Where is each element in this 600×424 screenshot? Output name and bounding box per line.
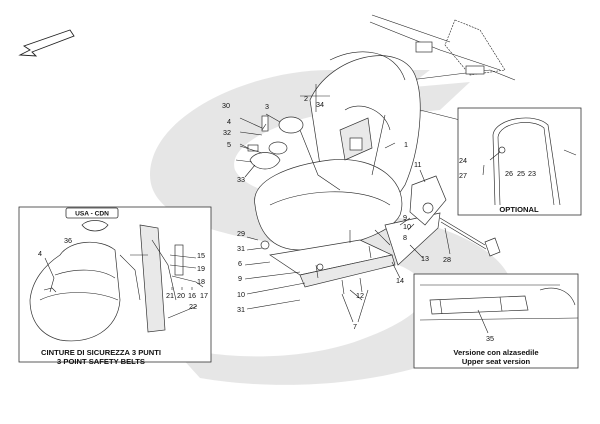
- callout-14: 14: [396, 276, 404, 285]
- three-point-belts-caption-en: 3 POINT SAFETY BELTS: [57, 357, 145, 366]
- callout-32: 32: [223, 128, 231, 137]
- callout-27: 27: [459, 171, 467, 180]
- callout-13: 13: [421, 254, 429, 263]
- upper-seat-version-panel: [413, 273, 579, 369]
- callout-24: 24: [459, 156, 467, 165]
- callout-11: 11: [414, 160, 421, 169]
- callout-28: 28: [443, 255, 451, 264]
- callout-15: 15: [197, 251, 205, 260]
- callout-9b: 9: [403, 213, 407, 222]
- callout-35: 35: [486, 334, 494, 343]
- callout-7: 7: [353, 322, 357, 331]
- callout-10a: 10: [237, 290, 245, 299]
- callout-21: 21: [166, 291, 174, 300]
- callout-labels: 30 3 2 34 4 32 5 33 1 11 29 31 6 9 10 31…: [38, 94, 536, 343]
- usa-cdn-tag: USA - CDN: [75, 211, 109, 218]
- callout-29: 29: [237, 229, 245, 238]
- callout-26: 26: [505, 169, 513, 178]
- callout-33: 33: [237, 175, 245, 184]
- callout-2: 2: [304, 94, 308, 103]
- optional-caption: OPTIONAL: [499, 205, 539, 214]
- optional-rollbar-panel: [457, 107, 582, 216]
- racing-seat: [254, 51, 421, 251]
- callout-12: 12: [356, 291, 364, 300]
- leader-lines: [239, 84, 451, 323]
- callout-6: 6: [238, 259, 242, 268]
- callout-36: 36: [64, 236, 72, 245]
- callout-4-left: 4: [38, 249, 42, 258]
- callout-31b: 31: [237, 305, 245, 314]
- screws: [315, 230, 372, 295]
- seat-frame-rail: [260, 212, 441, 288]
- callout-3: 3: [265, 102, 269, 111]
- three-point-belts-panel: [18, 206, 212, 363]
- callout-23: 23: [528, 169, 536, 178]
- upper-seat-caption-it: Versione con alzasedile: [453, 348, 538, 357]
- callout-10b: 10: [403, 222, 411, 231]
- callout-1: 1: [404, 140, 408, 149]
- callout-8: 8: [403, 233, 407, 242]
- callout-20: 20: [177, 291, 185, 300]
- callout-9a: 9: [238, 274, 242, 283]
- callout-22: 22: [189, 302, 197, 311]
- side-cover-and-bar: [409, 175, 501, 257]
- callout-30: 30: [222, 101, 230, 110]
- front-direction-arrow-icon: [18, 29, 75, 57]
- callout-17: 17: [200, 291, 208, 300]
- callout-4: 4: [227, 117, 231, 126]
- three-point-belts-caption-it: CINTURE DI SICUREZZA 3 PUNTI: [41, 348, 161, 357]
- callout-25: 25: [517, 169, 525, 178]
- callout-5: 5: [227, 140, 231, 149]
- belt-buckle-parts: [235, 115, 304, 170]
- upper-seat-caption-en: Upper seat version: [462, 357, 531, 366]
- callout-34: 34: [316, 100, 324, 109]
- callout-18: 18: [197, 277, 205, 286]
- callout-16: 16: [188, 291, 196, 300]
- callout-31a: 31: [237, 244, 245, 253]
- callout-19: 19: [197, 264, 205, 273]
